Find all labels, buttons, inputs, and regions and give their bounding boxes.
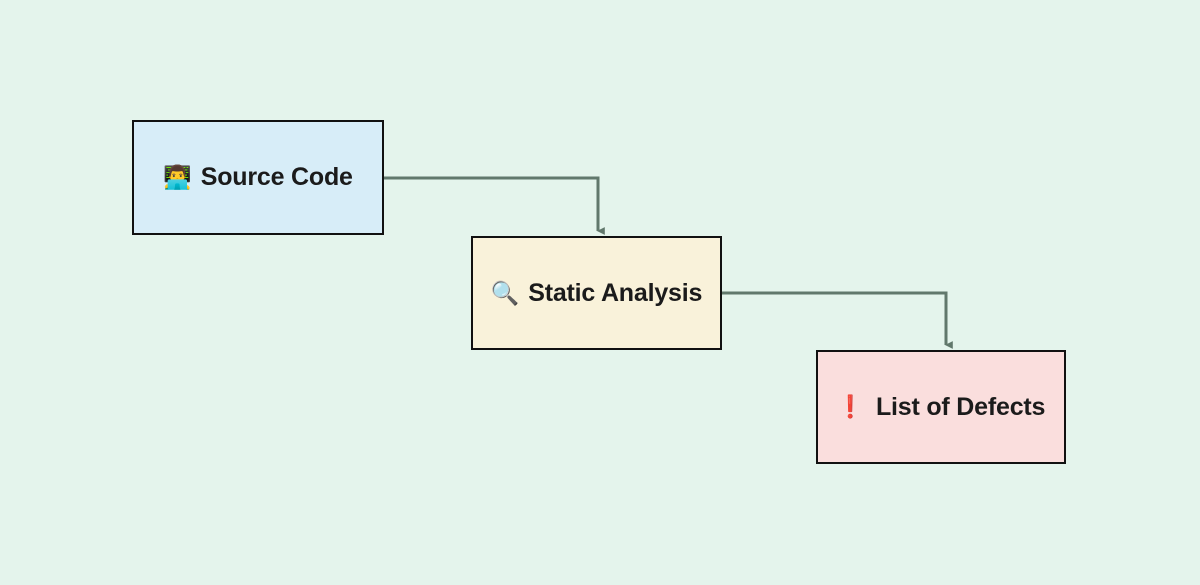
node-list-of-defects[interactable]: ❗ List of Defects [816, 350, 1066, 464]
node-list-of-defects-label: ❗ List of Defects [836, 392, 1046, 421]
connector-source-code-to-static-analysis [384, 176, 605, 235]
node-static-analysis[interactable]: 🔍 Static Analysis [471, 236, 722, 350]
node-static-analysis-label: 🔍 Static Analysis [490, 278, 703, 307]
node-source-code-label: 👨‍💻 Source Code [163, 163, 353, 191]
node-source-code[interactable]: 👨‍💻 Source Code [132, 120, 384, 235]
node-list-of-defects-text: List of Defects [875, 392, 1046, 421]
connector-static-analysis-to-list-of-defects [722, 291, 953, 349]
magnifying-glass-icon: 🔍 [490, 279, 520, 306]
technologist-laptop-icon: 👨‍💻 [163, 164, 192, 190]
node-static-analysis-text: Static Analysis [528, 278, 703, 307]
red-exclamation-mark-icon: ❗ [836, 394, 864, 419]
node-source-code-text: Source Code [200, 163, 353, 191]
